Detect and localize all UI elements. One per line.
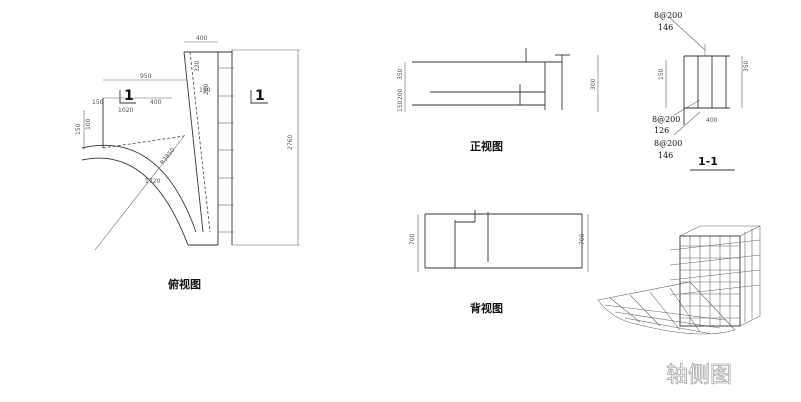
front-dim-h3: 150 bbox=[397, 100, 404, 112]
isometric-view-title: 轴侧图 bbox=[666, 363, 732, 388]
plan-dim-b: 1020 bbox=[118, 107, 133, 114]
plan-dim-width: 950 bbox=[140, 73, 152, 80]
plan-dim-d: 320 bbox=[194, 60, 201, 72]
rebar-mid-spec: 8@200 bbox=[652, 115, 680, 124]
section-mark-right: 1 bbox=[250, 88, 268, 104]
rebar-top-spec: 8@200 bbox=[654, 11, 682, 20]
plan-dim-top: 400 bbox=[196, 35, 208, 42]
plan-dim-f: 280 bbox=[203, 83, 210, 95]
section-mark-left: 1 bbox=[119, 88, 136, 104]
front-dim-h1: 350 bbox=[397, 68, 404, 80]
back-view-title: 背视图 bbox=[470, 301, 503, 315]
plan-dim-left2: 100 bbox=[85, 118, 92, 130]
rebar-low-spec: 8@200 bbox=[654, 139, 682, 148]
section-dim-s2: 350 bbox=[743, 60, 750, 72]
plan-dim-inner: 1720 bbox=[145, 178, 160, 185]
plan-view: 2760 400 950 150 1020 400 320 150 280 15… bbox=[75, 35, 300, 291]
section-dim-s1: 150 bbox=[658, 68, 665, 80]
plan-dim-e: 150 bbox=[199, 87, 211, 94]
plan-dim-left1: 150 bbox=[75, 123, 82, 135]
rebar-top-len: 146 bbox=[658, 23, 673, 32]
plan-ticks bbox=[218, 67, 234, 233]
section-mark-right-label: 1 bbox=[255, 88, 265, 104]
section-dim-s3: 400 bbox=[706, 117, 718, 124]
rebar-low-len: 146 bbox=[658, 151, 673, 160]
rebar-mid-len: 126 bbox=[654, 126, 669, 135]
plan-dim-c: 400 bbox=[150, 99, 162, 106]
plan-dim-radius: R3850 bbox=[159, 146, 177, 166]
front-view-title: 正视图 bbox=[470, 139, 503, 153]
front-view: 350 200 150 300 正视图 bbox=[397, 48, 599, 153]
back-dim-r1: 700 bbox=[579, 233, 586, 245]
plan-view-title: 俯视图 bbox=[168, 277, 201, 291]
back-dim-h1: 700 bbox=[409, 233, 416, 245]
front-dim-r1: 300 bbox=[590, 78, 597, 90]
plan-dim-overall: 2760 bbox=[287, 135, 294, 150]
section-mark-left-label: 1 bbox=[124, 88, 134, 104]
section-view: 150 350 400 8@200 146 8@200 126 8@200 14… bbox=[652, 11, 750, 171]
isometric-view: 轴侧图 bbox=[597, 225, 761, 388]
back-view: 700 700 背视图 bbox=[409, 210, 589, 315]
section-title: 1-1 bbox=[698, 155, 718, 168]
front-dim-h2: 200 bbox=[397, 88, 404, 100]
plan-dim-a: 150 bbox=[92, 99, 104, 106]
